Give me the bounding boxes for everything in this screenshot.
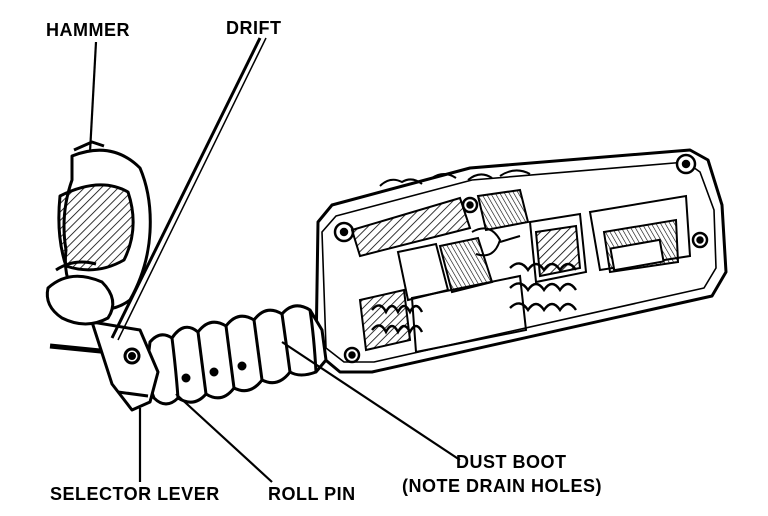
valve-internals	[350, 188, 692, 354]
label-drift: DRIFT	[226, 18, 282, 38]
hand-with-hammer	[45, 140, 152, 326]
roll-pin-leader	[175, 393, 273, 483]
drift-rod	[110, 37, 267, 341]
leader-lines	[88, 41, 461, 483]
label-dust-boot-note: (NOTE DRAIN HOLES)	[402, 476, 602, 496]
label-selector-lever: SELECTOR LEVER	[50, 484, 220, 504]
label-roll-pin: ROLL PIN	[268, 484, 356, 504]
valve-body	[314, 148, 728, 374]
label-dust-boot: DUST BOOT	[456, 452, 567, 472]
bolt-heads	[333, 153, 709, 364]
label-hammer: HAMMER	[46, 20, 130, 40]
dust-boot	[144, 304, 328, 406]
hammer-leader	[88, 41, 98, 153]
dust-boot-leader	[281, 341, 461, 461]
selector-lever	[49, 320, 160, 412]
